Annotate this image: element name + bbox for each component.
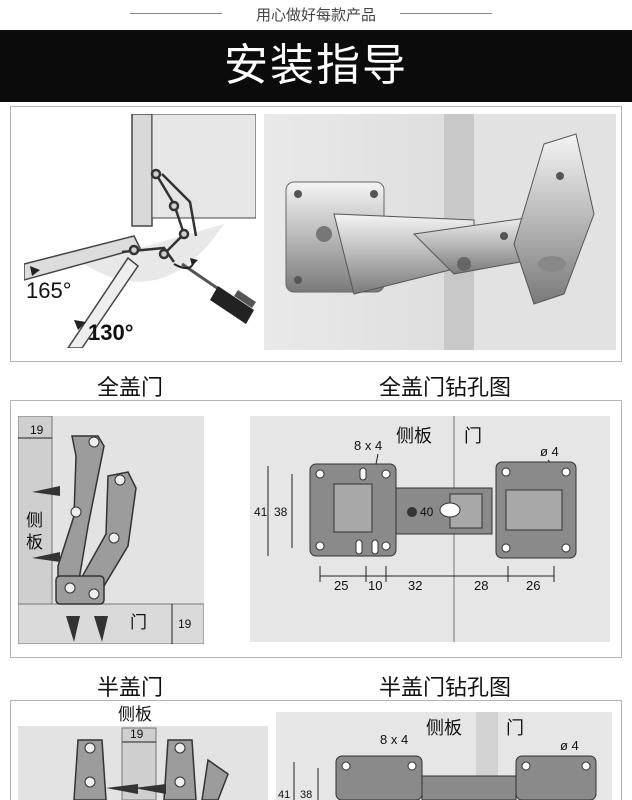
half-side-panel-label: 侧板 — [118, 705, 152, 724]
half-overlay-diagram: 侧板 19 — [18, 705, 268, 800]
page-title: 安装指导 — [224, 41, 408, 90]
tagline-text: 用心做好每款产品 — [255, 7, 376, 24]
full-dim-19-top: 19 — [30, 423, 44, 437]
half-overlay-drill-heading: 半盖门钻孔图 — [378, 675, 511, 700]
rotation-arc — [84, 224, 224, 282]
drill-side-panel-label: 侧板 — [396, 426, 432, 446]
full-overlay-diagram: 19 侧 板 门 19 — [18, 416, 204, 644]
full-overlay-drill-heading: 全盖门钻孔图 — [378, 375, 511, 400]
install-illustration: 165° 130° — [24, 114, 256, 348]
cabinet-top — [151, 114, 256, 219]
half-dim-19: 19 — [130, 727, 144, 741]
drill-dim-38: 38 — [274, 505, 288, 519]
drill-dim-28: 28 — [474, 578, 488, 593]
drill-dim-26: 26 — [526, 578, 540, 593]
full-side-panel — [18, 416, 53, 605]
door-130 — [67, 256, 140, 348]
full-side-panel-label-2: 板 — [26, 533, 43, 552]
full-door-label: 门 — [130, 613, 147, 632]
drill-dim-32: 32 — [408, 578, 422, 593]
half-drill-screw-spec: 8 x 4 — [380, 732, 408, 747]
door-open — [24, 235, 142, 281]
half-overlay-heading: 半盖门 — [96, 675, 163, 700]
half-overlay-drill-diagram: 侧板 门 8 x 4 ø 4 41 38 — [276, 712, 612, 800]
angle-165-label: 165° — [26, 278, 72, 303]
half-drill-dim-41: 41 — [278, 789, 290, 800]
photo-cup-arm — [513, 133, 595, 305]
drill-screw-spec: 8 x 4 — [354, 438, 382, 453]
full-side-panel-label-1: 侧 — [26, 511, 43, 530]
screws — [32, 486, 108, 642]
half-drill-hole-spec: ø 4 — [560, 738, 579, 753]
half-drill-side-panel-label: 侧板 — [426, 718, 462, 738]
hinge-arms — [121, 168, 198, 263]
tagline-rule-right — [400, 13, 492, 14]
drill-dim-25: 25 — [334, 578, 348, 593]
drill-dim-41: 41 — [254, 505, 268, 519]
half-drill-door-label: 门 — [506, 718, 524, 738]
cabinet-side-panel — [131, 114, 153, 227]
angle-130-label: 130° — [88, 320, 134, 345]
full-overlay-heading: 全盖门 — [96, 375, 163, 400]
title-banner: 安装指导 — [0, 30, 632, 102]
tagline-bar: 用心做好每款产品 — [0, 0, 632, 28]
drill-hole-spec: ø 4 — [540, 444, 559, 459]
full-overlay-drill-diagram: 侧板 门 8 x 4 ø 4 40 41 38 25 10 32 28 26 — [250, 416, 610, 642]
hinge-photo — [264, 114, 616, 350]
drill-door-label: 门 — [464, 426, 482, 446]
drill-dim-40: 40 — [420, 505, 434, 519]
half-drill-dim-38: 38 — [300, 789, 312, 800]
tagline-rule-left — [130, 13, 222, 14]
drill-dim-10: 10 — [368, 578, 382, 593]
full-dim-19-bottom: 19 — [178, 617, 192, 631]
full-door — [18, 603, 204, 644]
